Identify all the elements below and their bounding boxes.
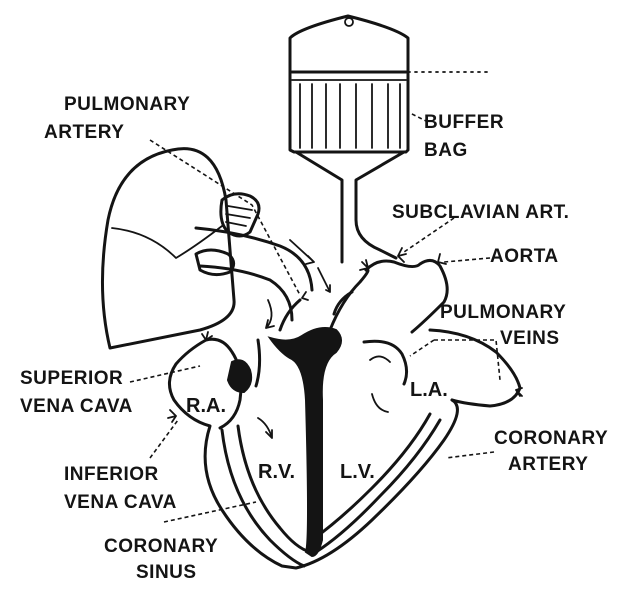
label-coronary-sinus-line1: CORONARY — [104, 536, 218, 557]
label-aorta: AORTA — [490, 246, 559, 267]
label-right-atrium: R.A. — [186, 395, 226, 417]
label-subclavian-art: SUBCLAVIAN ART. — [392, 202, 569, 223]
label-coronary-sinus-line2: SINUS — [136, 562, 197, 583]
label-superior-vena-cava-line2: VENA CAVA — [20, 396, 133, 417]
pulmonary-artery-cannula — [196, 194, 312, 320]
label-inferior-vena-cava-line1: INFERIOR — [64, 464, 159, 485]
label-pulmonary-veins-line2: VEINS — [500, 328, 560, 349]
label-coronary-artery-line1: CORONARY — [494, 428, 608, 449]
label-pulmonary-veins-line1: PULMONARY — [440, 302, 566, 323]
label-right-ventricle: R.V. — [258, 461, 295, 483]
label-superior-vena-cava-line1: SUPERIOR — [20, 368, 123, 389]
label-buffer-line2: BAG — [424, 140, 468, 161]
label-left-atrium: L.A. — [410, 379, 448, 401]
lung — [102, 149, 234, 348]
label-pulmonary-artery-line2: ARTERY — [44, 122, 124, 143]
label-buffer-line1: BUFFER — [424, 112, 504, 133]
label-inferior-vena-cava-line2: VENA CAVA — [64, 492, 177, 513]
label-pulmonary-artery-line1: PULMONARY — [64, 94, 190, 115]
label-left-ventricle: L.V. — [340, 461, 375, 483]
label-coronary-artery-line2: ARTERY — [508, 454, 588, 475]
buffer-bag — [290, 16, 488, 262]
